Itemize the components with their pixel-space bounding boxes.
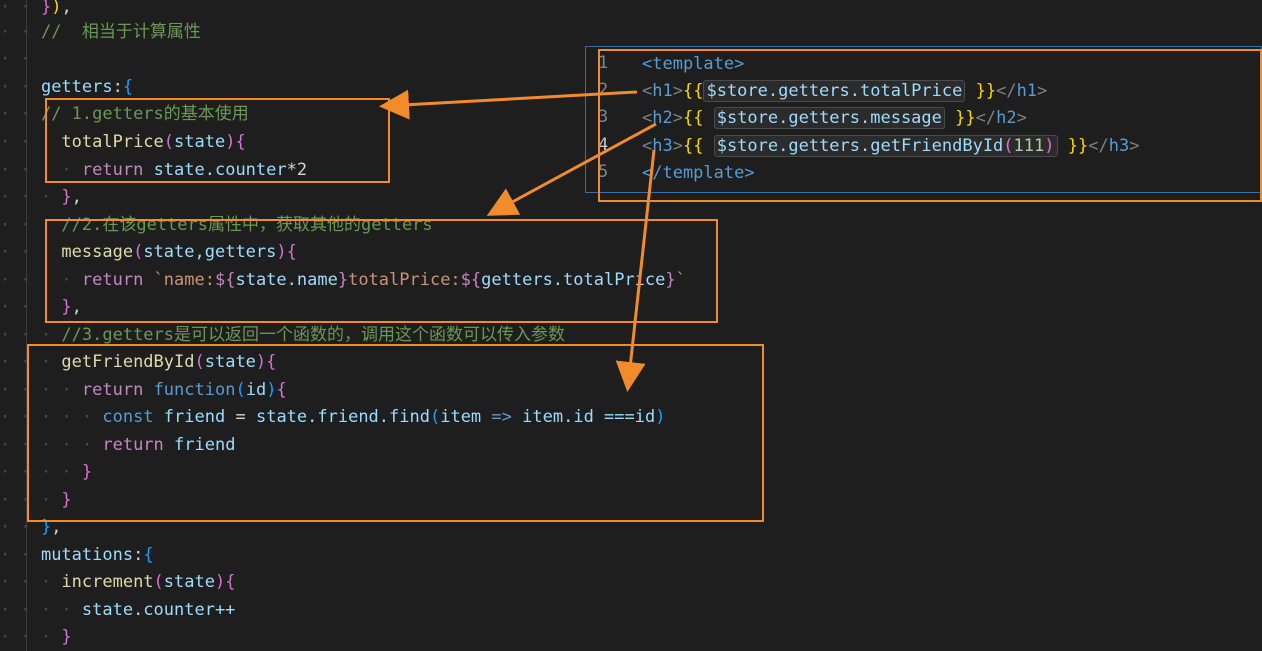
template-open-line: <template> — [642, 51, 744, 78]
arrow-to-getfriendbyid — [615, 149, 656, 392]
arrow-to-message — [486, 122, 657, 216]
h2-expression: $store.getters.message — [713, 107, 945, 129]
return-keyword: return — [81, 270, 144, 290]
state-counter: state.counter — [153, 160, 287, 180]
state-param: state — [204, 352, 256, 372]
total-price-fn: totalPrice — [61, 132, 164, 152]
code-line-mutations: · · mutations:{ — [0, 545, 154, 565]
line-number: 5 — [598, 162, 609, 182]
code-line-close-1: · · · }, — [0, 187, 82, 207]
highlight-box-template — [598, 49, 1262, 202]
code-line-close-fn: · · · · } — [0, 462, 93, 482]
template-getters-total: getters.totalPrice — [481, 270, 666, 290]
highlight-box-getfriendbyid — [27, 344, 764, 522]
code-line-getters: · · getters:{ — [0, 77, 134, 97]
code-line-return-template: · · · · return `name:${state.name}totalP… — [0, 270, 686, 290]
template-close-tag: </template> — [642, 163, 755, 183]
return-friend: friend — [174, 435, 236, 455]
code-line-close-4: · · · } — [0, 627, 72, 647]
highlight-box-totalprice — [45, 98, 390, 183]
getters-key: getters — [40, 77, 113, 97]
h3-argument: 111 — [1013, 136, 1045, 156]
code-line-comment-computed: · · // 相当于计算属性 — [0, 22, 201, 42]
return-keyword: return — [81, 380, 144, 400]
line-number: 2 — [598, 80, 609, 100]
arrow-item: item — [440, 407, 482, 427]
template-code-panel: 1 2 3 4 5 <template> <h1>{{$store.getter… — [585, 46, 1262, 193]
state-friend-find: state.friend.find — [255, 407, 430, 427]
code-line-getfriendbyid: · · · getFriendById(state){ — [0, 352, 277, 372]
line-number: 4 — [598, 135, 609, 155]
message-fn: message — [61, 242, 134, 262]
code-line-blank: · · — [0, 49, 41, 69]
code-line-return-friend: · · · · · return friend — [0, 435, 236, 455]
state-counter-inc: state.counter++ — [81, 600, 236, 620]
h3-expression: $store.getters.getFriendById — [716, 136, 1004, 156]
code-line-comment-1: · · // 1.getters的基本使用 — [0, 104, 249, 124]
const-keyword: const — [102, 407, 154, 427]
comment-computed: // 相当于计算属性 — [40, 22, 201, 42]
code-line-closing-brace: · · }), — [0, 0, 72, 17]
code-line-return-function: · · · · return function(id){ — [0, 380, 287, 400]
increment-fn: increment — [61, 572, 154, 592]
times-two: *2 — [286, 160, 308, 180]
code-line-comment-3: · · · //3.getters是可以返回一个函数的，调用这个函数可以传入参数 — [0, 325, 566, 345]
code-line-totalprice: · · · totalPrice(state){ — [0, 132, 246, 152]
return-keyword: return — [102, 435, 164, 455]
line-number: 3 — [598, 107, 609, 127]
highlight-box-message — [45, 219, 718, 323]
mutations-key: mutations — [40, 545, 134, 565]
template-open-tag: <template> — [642, 54, 745, 74]
item-id-compare: item.id ===id — [522, 407, 656, 427]
function-keyword: function — [153, 380, 236, 400]
code-line-close-getters: · · }, — [0, 517, 62, 537]
template-end: ` — [675, 270, 686, 290]
id-param: id — [245, 380, 267, 400]
template-total-label: totalPrice: — [348, 270, 461, 290]
code-line-counter-inc: · · · · state.counter++ — [0, 600, 236, 620]
template-state-name: state.name — [235, 270, 338, 290]
comment-return-function: //3.getters是可以返回一个函数的，调用这个函数可以传入参数 — [61, 325, 566, 345]
get-friend-fn: getFriendById — [61, 352, 195, 372]
return-keyword: return — [81, 160, 144, 180]
line-number: 1 — [598, 53, 609, 73]
code-line-increment: · · · increment(state){ — [0, 572, 236, 592]
h3-line: <h3>{{ $store.getters.getFriendById(111)… — [642, 135, 1140, 157]
template-close-line: </template> — [642, 160, 755, 187]
code-line-return-counter: · · · · return state.counter*2 — [0, 160, 308, 180]
h2-line: <h2>{{ $store.getters.message }}</h2> — [642, 107, 1027, 129]
indent-guide — [26, 0, 27, 651]
h1-expression: $store.getters.totalPrice — [703, 80, 966, 102]
arrow-to-totalprice — [379, 89, 638, 120]
arrow-op: => — [491, 407, 512, 427]
message-params: state,getters — [143, 242, 277, 262]
state-param: state — [174, 132, 226, 152]
state-param: state — [163, 572, 215, 592]
code-line-close-3: · · · } — [0, 490, 72, 510]
template-prefix: `name: — [153, 270, 215, 290]
h1-line: <h1>{{$store.getters.totalPrice }}</h1> — [642, 80, 1048, 102]
code-line-const-friend: · · · · · const friend = state.friend.fi… — [0, 407, 666, 427]
friend-var: friend — [163, 407, 226, 427]
